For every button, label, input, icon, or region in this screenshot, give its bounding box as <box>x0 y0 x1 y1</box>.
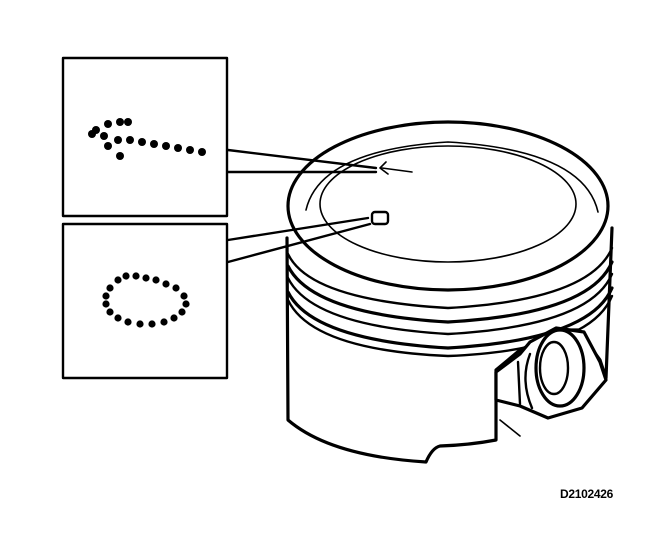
callout-front-mark <box>61 56 229 218</box>
piston-crown-inner <box>319 145 577 263</box>
piston <box>285 120 614 464</box>
symbol-dot <box>170 314 178 322</box>
symbol-dot <box>124 318 132 326</box>
symbol-dot <box>142 274 150 282</box>
crown-rim-line <box>305 141 599 213</box>
ring-groove-2 <box>286 260 614 324</box>
symbol-dot <box>106 284 114 292</box>
callout-box-front-mark <box>61 56 229 218</box>
ring-groove-5 <box>286 294 614 358</box>
rounded-square-dots-icon <box>102 272 190 328</box>
symbol-dot <box>102 300 110 308</box>
symbol-dot <box>182 300 190 308</box>
piston-crown-outer <box>286 120 610 292</box>
leader-lines <box>226 148 378 264</box>
figure-code: D2102426 <box>560 487 613 501</box>
callout-cylinder-mark <box>61 222 229 380</box>
symbol-dot <box>136 320 144 328</box>
symbol-dot <box>114 314 122 322</box>
symbol-dot <box>114 276 122 284</box>
ring-groove-3 <box>286 272 614 336</box>
arrow-mark-on-crown <box>379 161 413 175</box>
symbol-dot <box>160 318 168 326</box>
symbol-dot <box>172 284 180 292</box>
ring-groove-4 <box>286 286 614 350</box>
symbol-dot <box>180 292 188 300</box>
square-mark-on-crown <box>370 210 390 226</box>
symbol-dot <box>122 272 130 280</box>
symbol-dot <box>106 308 114 316</box>
callout-box-cylinder-mark <box>61 222 229 380</box>
symbol-dot <box>162 280 170 288</box>
symbol-dot <box>148 320 156 328</box>
symbol-dot <box>152 276 160 284</box>
pin-boss <box>494 326 608 442</box>
arrow-dots-icon <box>88 118 206 160</box>
symbol-dot <box>132 272 140 280</box>
symbol-dot <box>178 308 186 316</box>
symbol-dot <box>102 292 110 300</box>
ring-groove-1 <box>286 246 614 310</box>
